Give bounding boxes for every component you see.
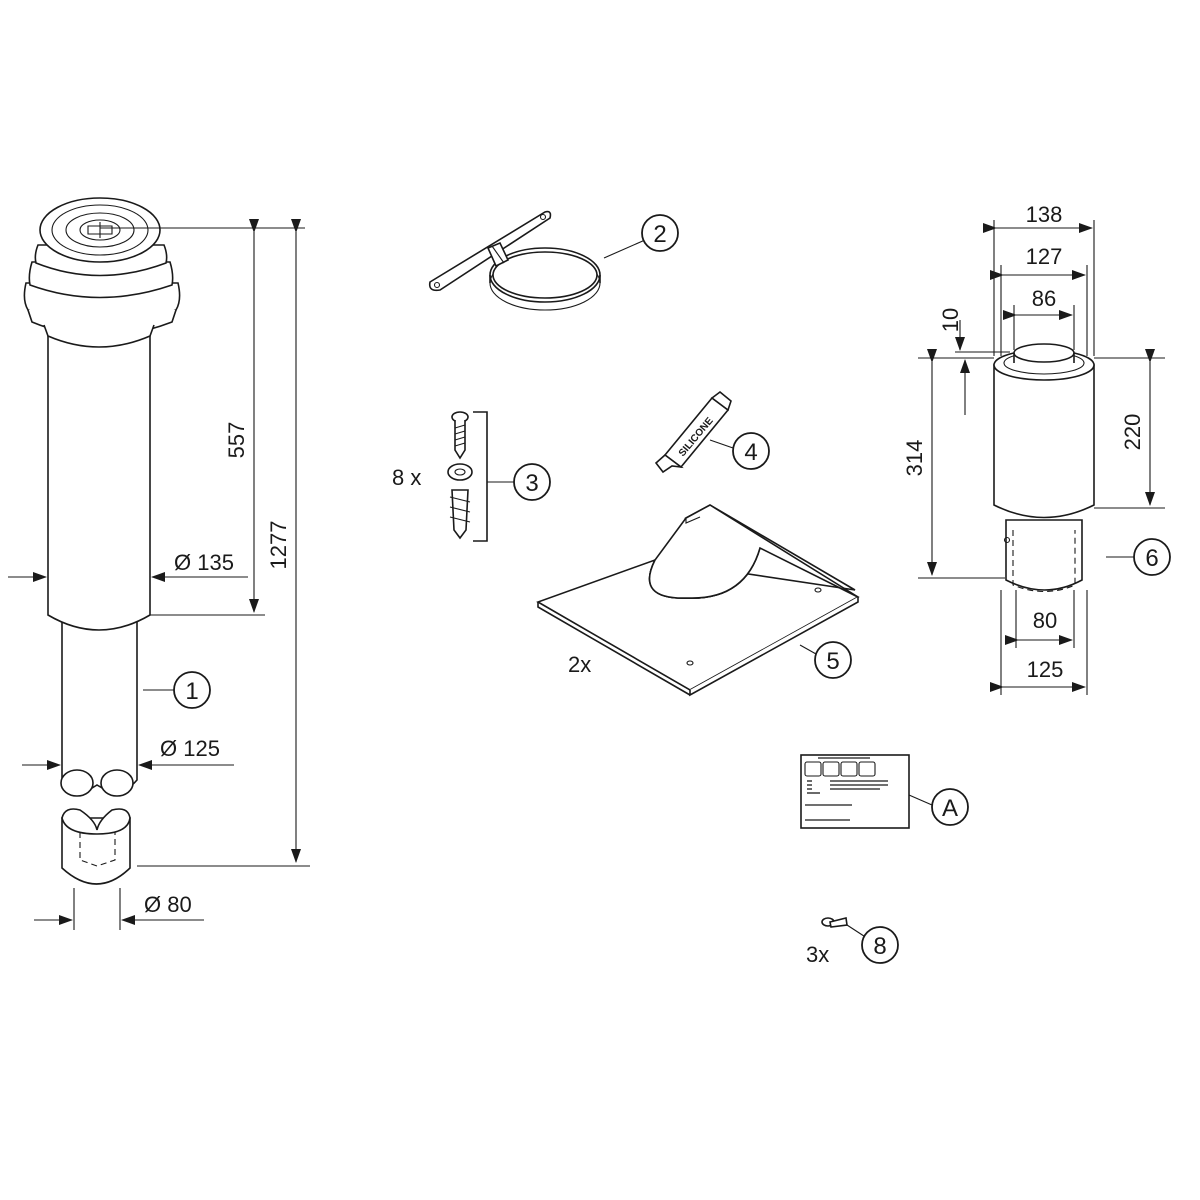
- part-a-documentation: [800, 754, 910, 829]
- svg-text:5: 5: [826, 648, 839, 675]
- dim-dia-80: Ø 80: [144, 892, 192, 917]
- qty-plates: 2x: [568, 652, 591, 677]
- svg-text:A: A: [942, 795, 958, 822]
- callout-6: 6: [1106, 538, 1171, 576]
- dim-220: 220: [1120, 414, 1145, 451]
- callout-a: A: [908, 788, 969, 826]
- dim-138: 138: [1026, 202, 1063, 227]
- part-5-plate: [536, 504, 860, 697]
- part-8-small-screws: [821, 917, 871, 941]
- part-1-flue-terminal: [23, 197, 181, 885]
- dim-1277: 1277: [266, 521, 291, 570]
- callout-8: 8: [861, 926, 899, 964]
- dim-dia-135: Ø 135: [174, 550, 234, 575]
- callout-3: 3: [513, 463, 551, 501]
- callout-4: 4: [709, 432, 770, 470]
- callout-5: 5: [799, 641, 852, 679]
- dim-314: 314: [902, 440, 927, 477]
- dim-125-adapter: 125: [1027, 657, 1064, 682]
- dim-86: 86: [1032, 286, 1056, 311]
- part-6-adapter: [993, 343, 1095, 592]
- part-6-dimensions: 138 127 86 10 314 220 80 125: [902, 202, 1165, 695]
- qty-small-screws: 3x: [806, 942, 829, 967]
- qty-screws: 8 x: [392, 465, 421, 490]
- callout-2: 2: [603, 214, 679, 259]
- part-4-silicone-tube: SILICONE: [654, 390, 732, 474]
- svg-text:1: 1: [185, 678, 198, 705]
- svg-text:2: 2: [653, 221, 666, 248]
- callout-1: 1: [143, 671, 211, 709]
- dim-127: 127: [1026, 244, 1063, 269]
- dim-10: 10: [938, 308, 963, 332]
- dim-80-adapter: 80: [1033, 608, 1057, 633]
- svg-text:3: 3: [525, 470, 538, 497]
- svg-text:6: 6: [1145, 545, 1158, 572]
- dim-dia-125: Ø 125: [160, 736, 220, 761]
- svg-text:4: 4: [744, 439, 757, 466]
- part-1-dimensions: 557 1277 Ø 135 Ø 125 Ø 80: [8, 219, 310, 930]
- dim-557: 557: [224, 422, 249, 459]
- svg-text:8: 8: [873, 933, 886, 960]
- part-3-fixings: [447, 411, 516, 542]
- part-2-pipe-clamp: [428, 210, 601, 311]
